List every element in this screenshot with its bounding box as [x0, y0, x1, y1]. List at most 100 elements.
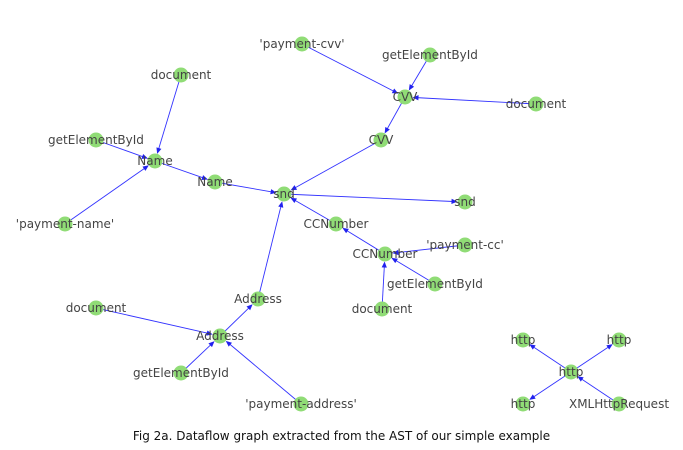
- graph-node-n_doc_cc: document: [352, 301, 413, 317]
- graph-node-n_http_c: http: [559, 364, 583, 380]
- arrowhead-n_addr2-to-n_addr1: [246, 304, 253, 311]
- arrowhead-n_name2-to-n_snd1: [270, 189, 277, 195]
- node-label: http: [511, 333, 536, 347]
- arrowhead-n_ccn2-to-n_ccn1: [342, 227, 349, 234]
- graph-node-n_ccn2: CCNumber: [353, 246, 418, 262]
- node-label: 'payment-cvv': [259, 37, 344, 51]
- edge-n_http_c-to-n_http_tl: [532, 346, 572, 373]
- graph-node-n_gebi_top: getElementById: [382, 47, 478, 63]
- node-label: CVV: [393, 90, 419, 104]
- arrowhead-n_gebi_cc-to-n_ccn2: [391, 257, 398, 264]
- node-label: document: [352, 302, 413, 316]
- edge-n_ccn1-to-n_snd1: [293, 199, 337, 225]
- node-circle: [88, 300, 104, 316]
- graph-node-n_snd1: snd: [273, 186, 295, 202]
- graph-node-n_http_tl: http: [511, 332, 536, 348]
- arrowhead-n_cvv2-to-n_snd1: [290, 185, 298, 191]
- edge-n_doc_cvv-to-n_cvv1: [416, 97, 537, 105]
- arrowhead-n_gebi_name-to-n_name1: [141, 154, 148, 159]
- node-label: getElementById: [48, 133, 144, 147]
- dataflow-graph: 'payment-cvv'getElementByIddocumentCVVCV…: [16, 36, 669, 412]
- graph-node-n_pay_cc: 'payment-cc': [426, 237, 504, 253]
- arrowhead-n_addr1-to-n_snd1: [278, 201, 284, 208]
- arrowhead-n_gebi_addr-to-n_addr2: [208, 341, 215, 348]
- graph-node-n_cvv1: CVV: [393, 89, 419, 105]
- edge-n_snd1-to-n_snd2: [283, 193, 454, 202]
- graph-node-n_addr1: Address: [234, 291, 282, 307]
- arrowhead-n_doc_addr-to-n_addr2: [206, 330, 213, 336]
- node-label: Address: [234, 292, 282, 306]
- graph-node-n_pay_addr: 'payment-address': [245, 396, 357, 412]
- node-circle: [173, 365, 189, 381]
- node-label: document: [66, 301, 127, 315]
- nodes-layer: 'payment-cvv'getElementByIddocumentCVVCV…: [16, 36, 669, 412]
- node-label: getElementById: [133, 366, 229, 380]
- arrowhead-n_http_c-to-n_http_tl: [529, 344, 536, 350]
- node-circle: [173, 67, 189, 83]
- graph-node-n_addr2: Address: [196, 328, 244, 344]
- edge-n_addr1-to-n_snd1: [257, 205, 282, 300]
- node-circle: [397, 89, 413, 105]
- edge-n_gebi_name-to-n_name1: [95, 139, 145, 158]
- figure-caption: Fig 2a. Dataflow graph extracted from th…: [132, 429, 551, 443]
- graph-node-n_doc_name: document: [151, 67, 212, 83]
- graph-node-n_gebi_name: getElementById: [48, 132, 144, 148]
- node-label: document: [151, 68, 212, 82]
- graph-node-n_http_tr: http: [607, 332, 631, 348]
- edge-n_xhr-to-n_http_c: [580, 378, 620, 405]
- edge-n_name1-to-n_name2: [154, 160, 205, 179]
- graph-node-n_http_bl: http: [511, 396, 536, 412]
- edge-n_http_c-to-n_http_tr: [570, 346, 610, 373]
- edge-n_pay_cc-to-n_ccn2: [396, 244, 466, 254]
- graph-node-n_name1: Name: [137, 153, 173, 169]
- node-circle: [563, 364, 579, 380]
- arrowhead-n_xhr-to-n_http_c: [577, 376, 584, 382]
- node-circle: [250, 291, 266, 307]
- node-label: XMLHttpRequest: [569, 397, 669, 411]
- arrowhead-n_gebi_top-to-n_cvv1: [408, 84, 415, 91]
- node-circle: [515, 396, 531, 412]
- node-circle: [457, 237, 473, 253]
- node-circle: [207, 174, 223, 190]
- arrowhead-n_pay_cc-to-n_ccn2: [392, 249, 399, 256]
- graph-node-n_ccn1: CCNumber: [304, 216, 369, 232]
- arrowhead-n_doc_cvv-to-n_cvv1: [412, 95, 419, 101]
- node-label: getElementById: [387, 277, 483, 291]
- node-circle: [515, 332, 531, 348]
- node-label: 'payment-name': [16, 217, 114, 231]
- node-circle: [294, 36, 310, 52]
- node-circle: [427, 276, 443, 292]
- arrowhead-n_pay_name-to-n_name1: [142, 165, 149, 171]
- node-label: CCNumber: [304, 217, 369, 231]
- node-circle: [276, 186, 292, 202]
- node-circle: [611, 396, 627, 412]
- graph-node-n_snd2: snd: [454, 194, 476, 210]
- arrowhead-n_snd1-to-n_snd2: [451, 198, 458, 205]
- node-label: Address: [196, 329, 244, 343]
- edge-n_cvv2-to-n_snd1: [293, 139, 382, 189]
- graph-node-n_cvv2: CVV: [369, 132, 395, 148]
- graph-node-n_pay_name: 'payment-name': [16, 216, 114, 232]
- graph-node-n_doc_cvv: document: [506, 96, 567, 112]
- node-label: http: [511, 397, 536, 411]
- node-label: snd: [454, 195, 475, 209]
- arrowhead-n_pay_cvv-to-n_cvv1: [391, 88, 399, 94]
- node-circle: [373, 132, 389, 148]
- edges-layer: [64, 43, 620, 405]
- node-label: CCNumber: [353, 247, 418, 261]
- edge-n_pay_name-to-n_name1: [64, 167, 146, 225]
- node-circle: [57, 216, 73, 232]
- node-label: CVV: [369, 133, 395, 147]
- graph-node-n_xhr: XMLHttpRequest: [569, 396, 669, 412]
- node-circle: [293, 396, 309, 412]
- edge-n_pay_addr-to-n_addr2: [228, 343, 302, 405]
- arrowhead-n_http_c-to-n_http_bl: [529, 394, 536, 400]
- graph-node-n_gebi_cc: getElementById: [387, 276, 483, 292]
- edge-n_ccn2-to-n_ccn1: [345, 229, 386, 255]
- arrowhead-n_doc_name-to-n_name1: [156, 147, 162, 154]
- arrowhead-n_http_c-to-n_http_tr: [606, 344, 613, 350]
- graph-node-n_doc_addr: document: [66, 300, 127, 316]
- node-circle: [457, 194, 473, 210]
- arrowhead-n_cvv1-to-n_cvv2: [384, 126, 390, 134]
- node-circle: [147, 153, 163, 169]
